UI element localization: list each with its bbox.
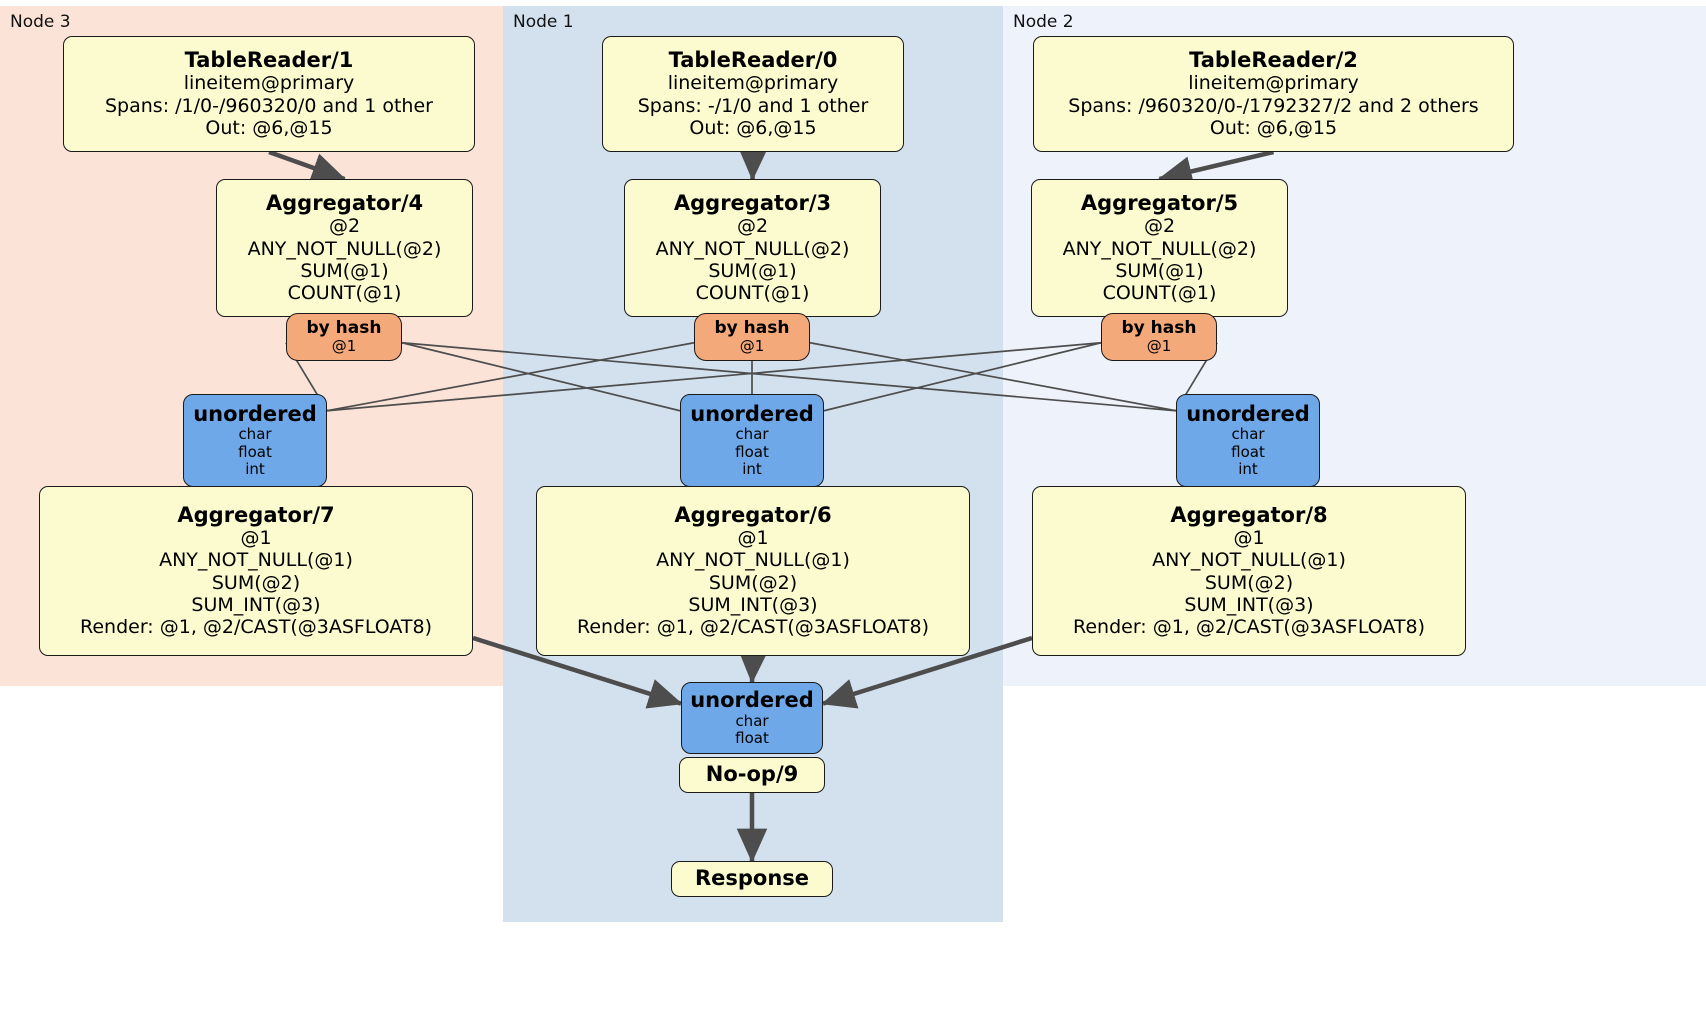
box-detail-line: Out: @6,@15 — [205, 116, 333, 139]
box-detail-line: @1 — [739, 336, 765, 355]
box-title: by hash — [1121, 318, 1197, 339]
box-detail-line: ANY_NOT_NULL(@2) — [247, 237, 442, 260]
box-title: No-op/9 — [705, 762, 799, 787]
box-detail-line: Spans: /1/0-/960320/0 and 1 other — [105, 94, 433, 117]
box-detail-line: SUM(@2) — [211, 571, 301, 594]
box-detail-line: Render: @1, @2/CAST(@3ASFLOAT8) — [1073, 616, 1425, 639]
node-box-noop9[interactable]: No-op/9 — [679, 757, 825, 793]
box-detail-line: ANY_NOT_NULL(@1) — [1152, 549, 1346, 572]
node-panel-label: Node 1 — [513, 12, 574, 32]
box-title: TableReader/0 — [668, 47, 838, 72]
box-detail-line: @1 — [737, 527, 769, 550]
box-detail-line: int — [1238, 459, 1258, 478]
box-detail-line: SUM_INT(@3) — [191, 593, 321, 616]
box-title: Aggregator/6 — [674, 502, 832, 527]
box-detail-line: COUNT(@1) — [287, 281, 402, 304]
box-detail-line: lineitem@primary — [183, 72, 355, 95]
box-detail-line: SUM(@1) — [1115, 259, 1204, 282]
box-detail-line: ANY_NOT_NULL(@2) — [1062, 237, 1257, 260]
box-detail-line: ANY_NOT_NULL(@1) — [656, 549, 850, 572]
box-detail-line: ANY_NOT_NULL(@1) — [159, 549, 353, 572]
box-title: TableReader/1 — [184, 47, 354, 72]
box-detail-line: char — [735, 711, 769, 730]
box-detail-line: char — [1231, 425, 1265, 444]
box-title: unordered — [193, 401, 317, 426]
box-detail-line: SUM_INT(@3) — [688, 593, 818, 616]
box-detail-line: Render: @1, @2/CAST(@3ASFLOAT8) — [80, 616, 432, 639]
box-detail-line: char — [735, 425, 769, 444]
box-detail-line: @2 — [736, 215, 769, 238]
box-detail-line: float — [735, 442, 769, 461]
box-title: unordered — [1186, 401, 1310, 426]
node-box-hash5[interactable]: by hash@1 — [1101, 313, 1217, 361]
node-box-response[interactable]: Response — [671, 861, 833, 897]
box-title: Aggregator/8 — [1170, 502, 1328, 527]
box-detail-line: lineitem@primary — [1188, 72, 1359, 95]
box-title: TableReader/2 — [1189, 47, 1358, 72]
box-detail-line: Spans: -/1/0 and 1 other — [637, 94, 869, 117]
box-title: unordered — [690, 687, 814, 712]
box-detail-line: Render: @1, @2/CAST(@3ASFLOAT8) — [577, 616, 929, 639]
box-detail-line: @1 — [1233, 527, 1265, 550]
box-title: Aggregator/3 — [673, 190, 832, 215]
box-title: by hash — [714, 318, 790, 339]
box-detail-line: lineitem@primary — [667, 72, 839, 95]
box-detail-line: Out: @6,@15 — [1209, 116, 1338, 139]
box-detail-line: @2 — [328, 215, 361, 238]
box-detail-line: Spans: /960320/0-/1792327/2 and 2 others — [1068, 94, 1479, 117]
box-detail-line: @2 — [1143, 215, 1176, 238]
box-detail-line: COUNT(@1) — [695, 281, 810, 304]
box-detail-line: ANY_NOT_NULL(@2) — [655, 237, 850, 260]
box-detail-line: float — [735, 728, 769, 747]
box-detail-line: Out: @6,@15 — [689, 116, 817, 139]
box-detail-line: SUM(@2) — [1204, 571, 1294, 594]
node-panel-label: Node 2 — [1013, 12, 1074, 32]
box-detail-line: COUNT(@1) — [1102, 281, 1217, 304]
box-detail-line: SUM(@2) — [708, 571, 798, 594]
node-box-hash3[interactable]: by hash@1 — [694, 313, 810, 361]
box-detail-line: @1 — [240, 527, 272, 550]
box-detail-line: char — [238, 425, 272, 444]
box-detail-line: float — [1231, 442, 1265, 461]
box-detail-line: int — [742, 459, 762, 478]
box-title: by hash — [306, 318, 382, 339]
box-detail-line: SUM(@1) — [300, 259, 389, 282]
box-title: Aggregator/5 — [1080, 190, 1239, 215]
box-detail-line: int — [245, 459, 265, 478]
box-title: Aggregator/4 — [265, 190, 424, 215]
box-detail-line: @1 — [1146, 336, 1172, 355]
box-title: Response — [694, 866, 810, 891]
box-detail-line: @1 — [331, 336, 357, 355]
box-title: unordered — [690, 401, 814, 426]
box-detail-line: float — [238, 442, 272, 461]
node-box-hash4[interactable]: by hash@1 — [286, 313, 402, 361]
box-detail-line: SUM_INT(@3) — [1184, 593, 1314, 616]
box-detail-line: SUM(@1) — [708, 259, 797, 282]
box-title: Aggregator/7 — [177, 502, 335, 527]
node-panel-label: Node 3 — [10, 12, 71, 32]
